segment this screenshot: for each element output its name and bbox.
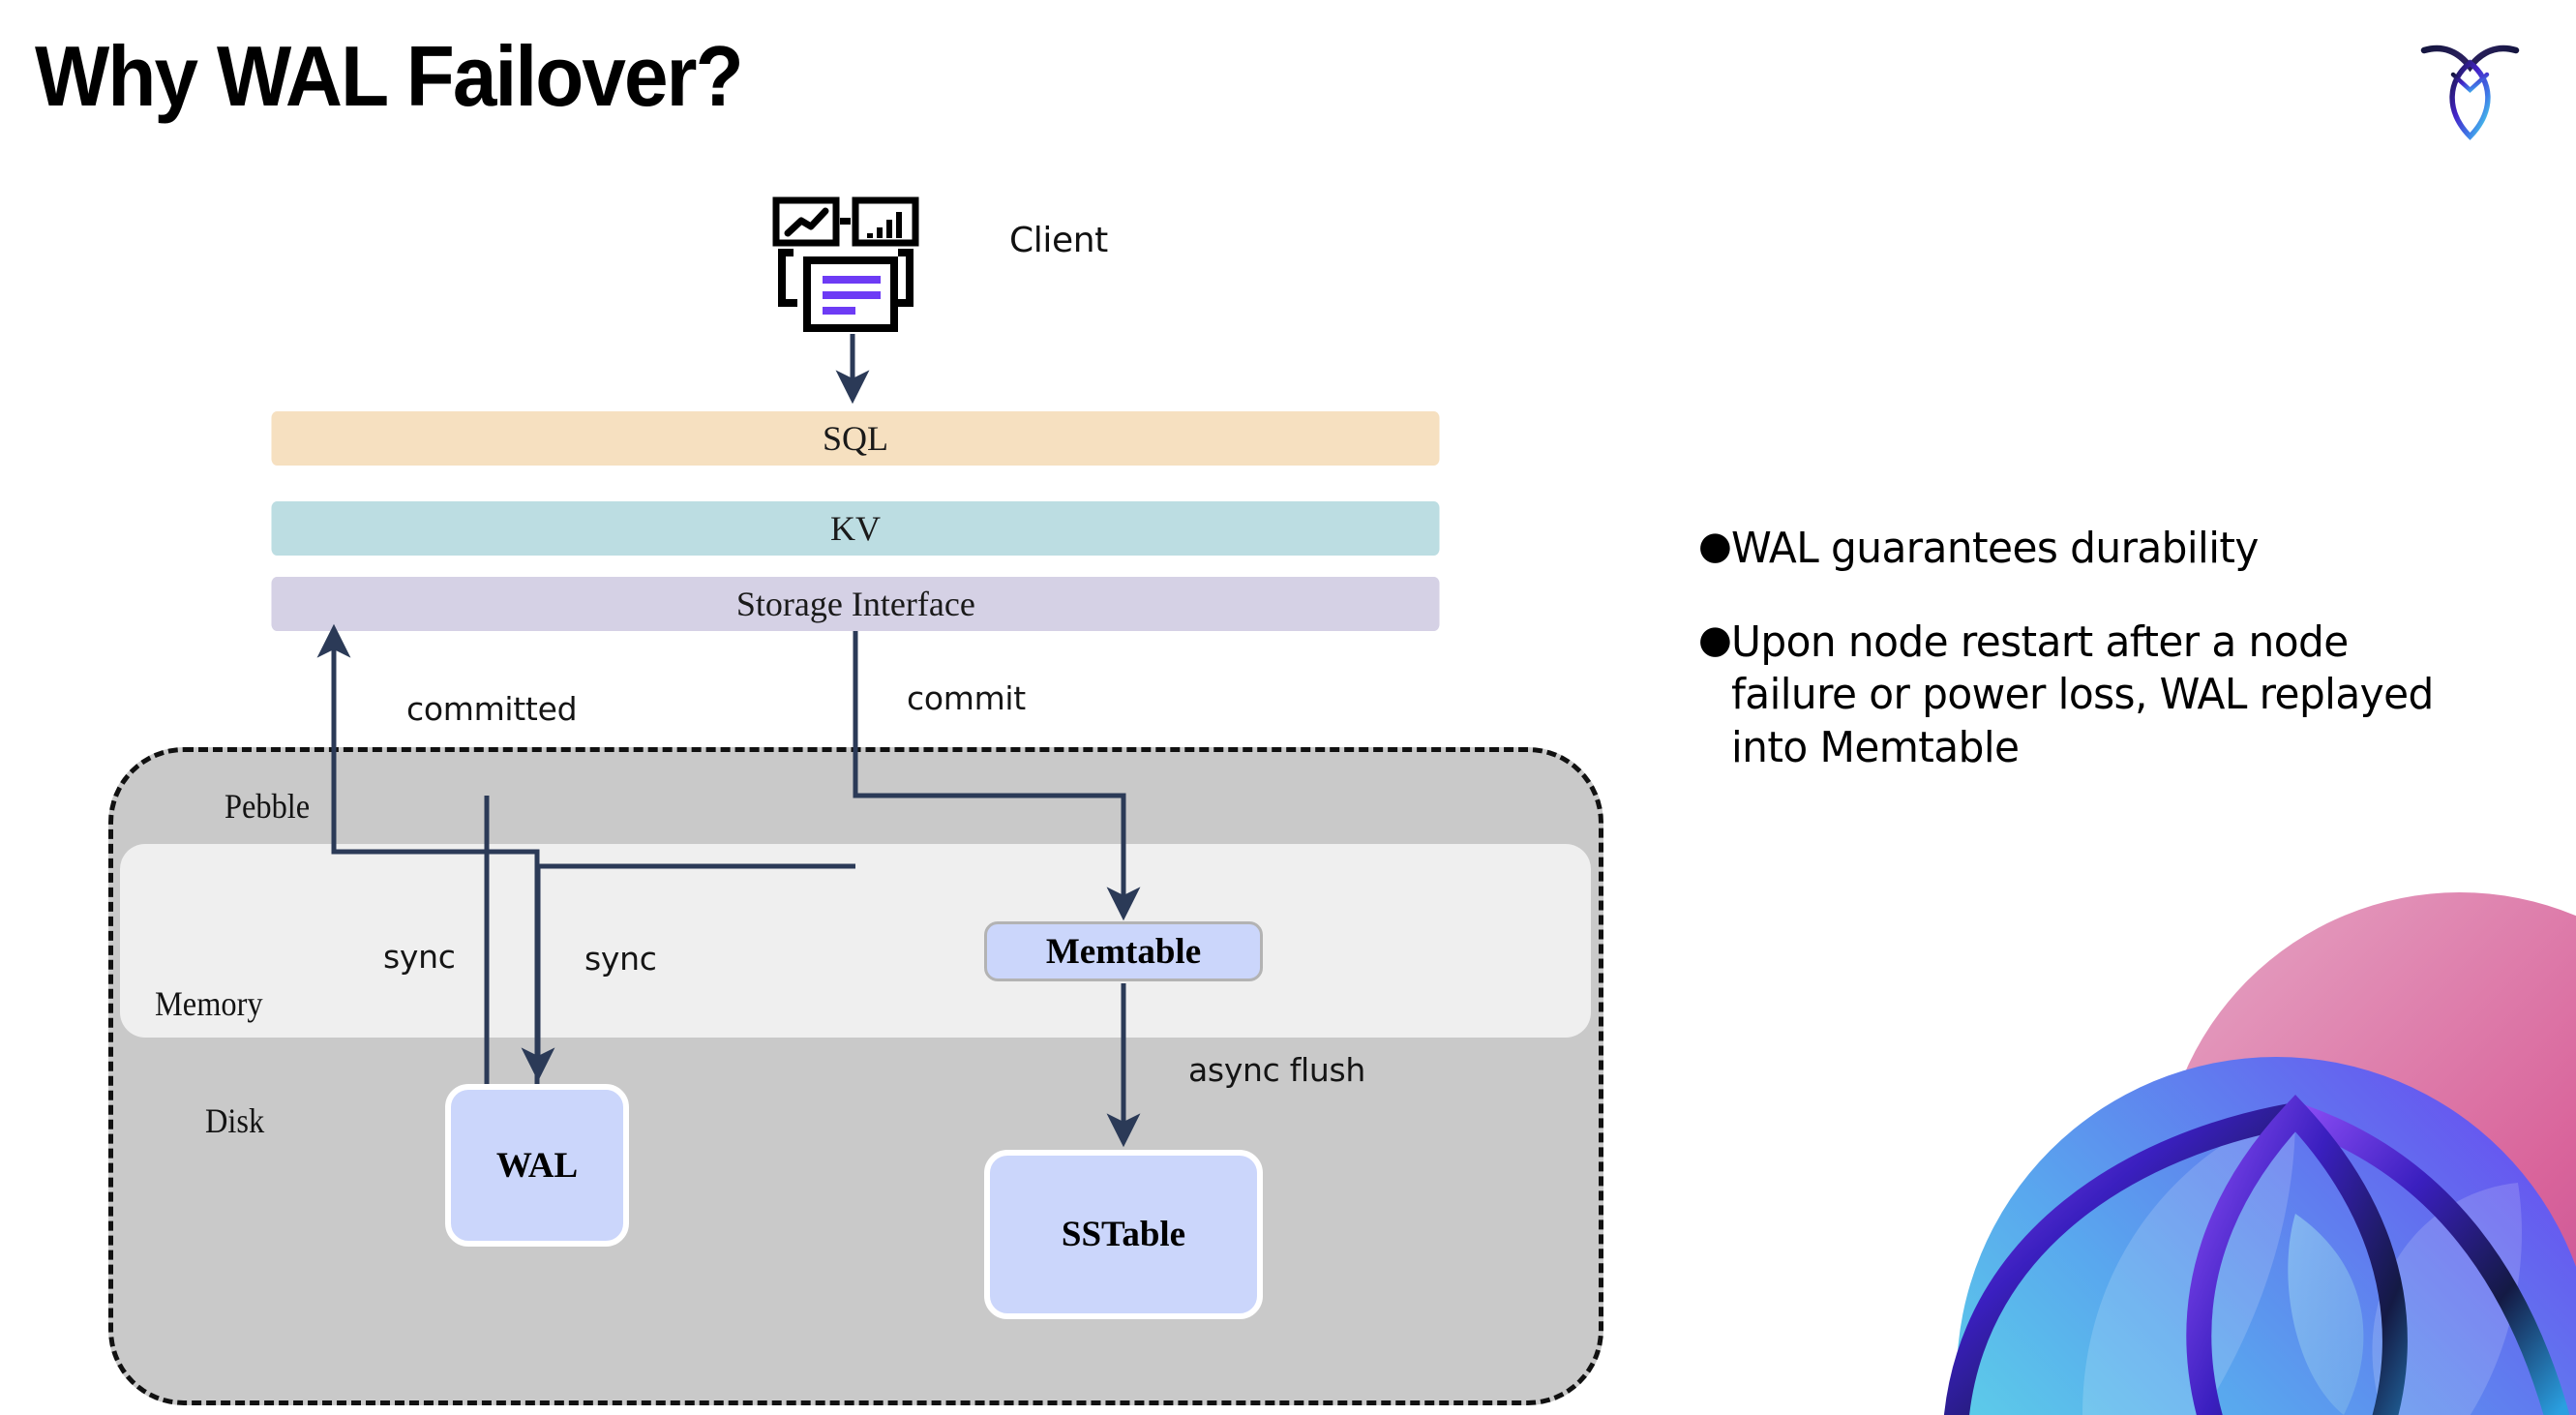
page-title: Why WAL Failover? xyxy=(35,28,744,124)
bullet-text: Upon node restart after a node failure o… xyxy=(1731,617,2434,772)
list-item: ● WAL guarantees durability xyxy=(1698,523,2501,576)
layer-bar-storage-label: Storage Interface xyxy=(735,585,975,623)
edge-label-sync-left: sync xyxy=(383,938,456,976)
memory-label: Memory xyxy=(155,984,263,1023)
cockroachdb-watermark-icon xyxy=(1944,892,2576,1415)
edge-label-async-flush: async flush xyxy=(1188,1051,1366,1089)
layer-bar-sql: SQL xyxy=(271,411,1440,466)
node-sstable-label: SSTable xyxy=(1061,1215,1186,1254)
disk-label: Disk xyxy=(205,1101,265,1140)
bullet-list: ● WAL guarantees durability ● Upon node … xyxy=(1698,523,2501,815)
bullet-marker-icon: ● xyxy=(1698,524,1732,568)
edge-label-commit: commit xyxy=(907,679,1026,717)
layer-bar-storage: Storage Interface xyxy=(271,577,1440,631)
pebble-label: Pebble xyxy=(225,787,311,826)
bullet-marker-icon: ● xyxy=(1698,617,1732,662)
client-dashboard-icon xyxy=(772,196,919,332)
node-sstable[interactable]: SSTable xyxy=(984,1150,1263,1319)
node-wal[interactable]: WAL xyxy=(445,1084,629,1247)
node-memtable-label: Memtable xyxy=(1045,931,1202,972)
layer-bar-kv-label: KV xyxy=(829,509,882,548)
layer-bar-kv: KV xyxy=(271,501,1440,556)
node-wal-label: WAL xyxy=(495,1145,579,1186)
bullet-text: WAL guarantees durability xyxy=(1731,524,2259,573)
cockroachdb-logo-icon xyxy=(2420,45,2520,140)
node-memtable[interactable]: Memtable xyxy=(984,921,1263,981)
list-item: ● Upon node restart after a node failure… xyxy=(1698,617,2501,775)
edge-label-sync-right: sync xyxy=(584,940,657,978)
edge-label-committed: committed xyxy=(406,690,578,728)
memory-region xyxy=(120,844,1591,1038)
layer-bar-sql-label: SQL xyxy=(822,419,889,458)
client-label: Client xyxy=(1009,221,1108,260)
